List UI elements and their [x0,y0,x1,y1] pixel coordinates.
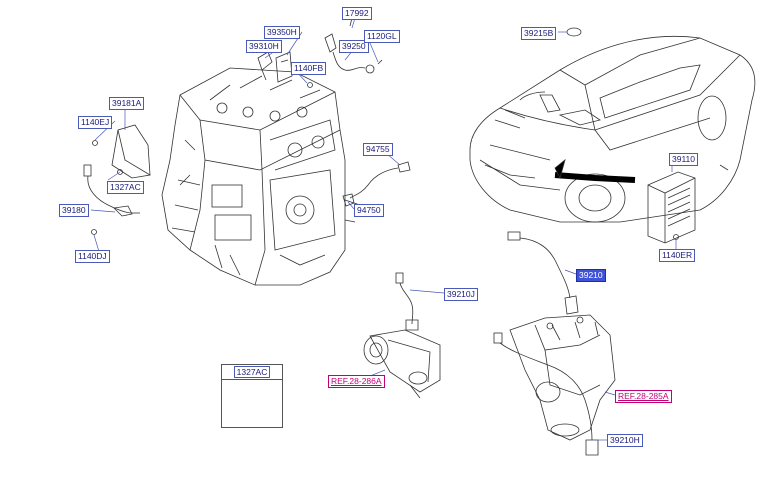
inset-nut-box: 1327AC [221,364,283,428]
inset-title: 1327AC [222,365,282,380]
part-label-1140er[interactable]: 1140ER [659,249,696,262]
ref-link-28-286a[interactable]: REF.28-286A [328,375,385,388]
vehicle-illustration [469,35,756,223]
ref-link-28-285a[interactable]: REF.28-285A [615,390,672,403]
exhaust-manifold-285a-illustration [509,314,616,441]
bolt-1140ej-illustration [92,140,98,146]
ecm-39110-illustration [647,171,696,244]
plug-39215b-illustration [566,27,582,37]
part-label-94755[interactable]: 94755 [363,143,393,156]
part-label-39181a[interactable]: 39181A [109,97,145,110]
part-label-1140ej[interactable]: 1140EJ [78,116,113,129]
bolt-1140fb-illustration [307,82,313,88]
part-label-39310h[interactable]: 39310H [246,40,282,53]
part-label-1140dj[interactable]: 1140DJ [75,250,110,263]
engine-block-illustration [161,67,361,286]
part-label-39110[interactable]: 39110 [669,153,699,166]
part-label-39180[interactable]: 39180 [59,204,89,217]
callout-arrow-illustration [554,172,636,183]
oxygen-sensor-39210h-illustration [493,332,599,456]
part-label-94750[interactable]: 94750 [354,204,384,217]
part-label-1140fb[interactable]: 1140FB [291,62,327,75]
part-label-39210h[interactable]: 39210H [607,434,643,447]
bolt-1140er-illustration [673,234,679,240]
bolt-1140dj-illustration [91,229,97,235]
bracket-39181a-illustration [111,124,151,179]
oxygen-sensor-39210-illustration [507,231,579,315]
part-label-39215b[interactable]: 39215B [521,27,557,40]
part-label-1120gl[interactable]: 1120GL [364,30,400,43]
sensor-94750-illustration [342,161,411,207]
oxygen-sensor-39210j-illustration [395,272,419,331]
inset-part-label-1327ac[interactable]: 1327AC [233,366,271,378]
part-label-39210[interactable]: 39210 [576,269,606,282]
part-label-39210j[interactable]: 39210J [444,288,478,301]
callout-arrow-head [554,158,566,180]
nut-1327ac-illustration [117,169,123,175]
oxygen-sensor-39180-illustration [83,164,140,217]
part-label-39250[interactable]: 39250 [339,40,369,53]
part-label-17992[interactable]: 17992 [342,7,372,20]
part-label-1327ac[interactable]: 1327AC [107,181,144,194]
catalytic-converter-286a-illustration [363,329,441,399]
part-label-39350h[interactable]: 39350H [264,26,300,39]
cam-position-sensor-illustration [257,51,293,83]
